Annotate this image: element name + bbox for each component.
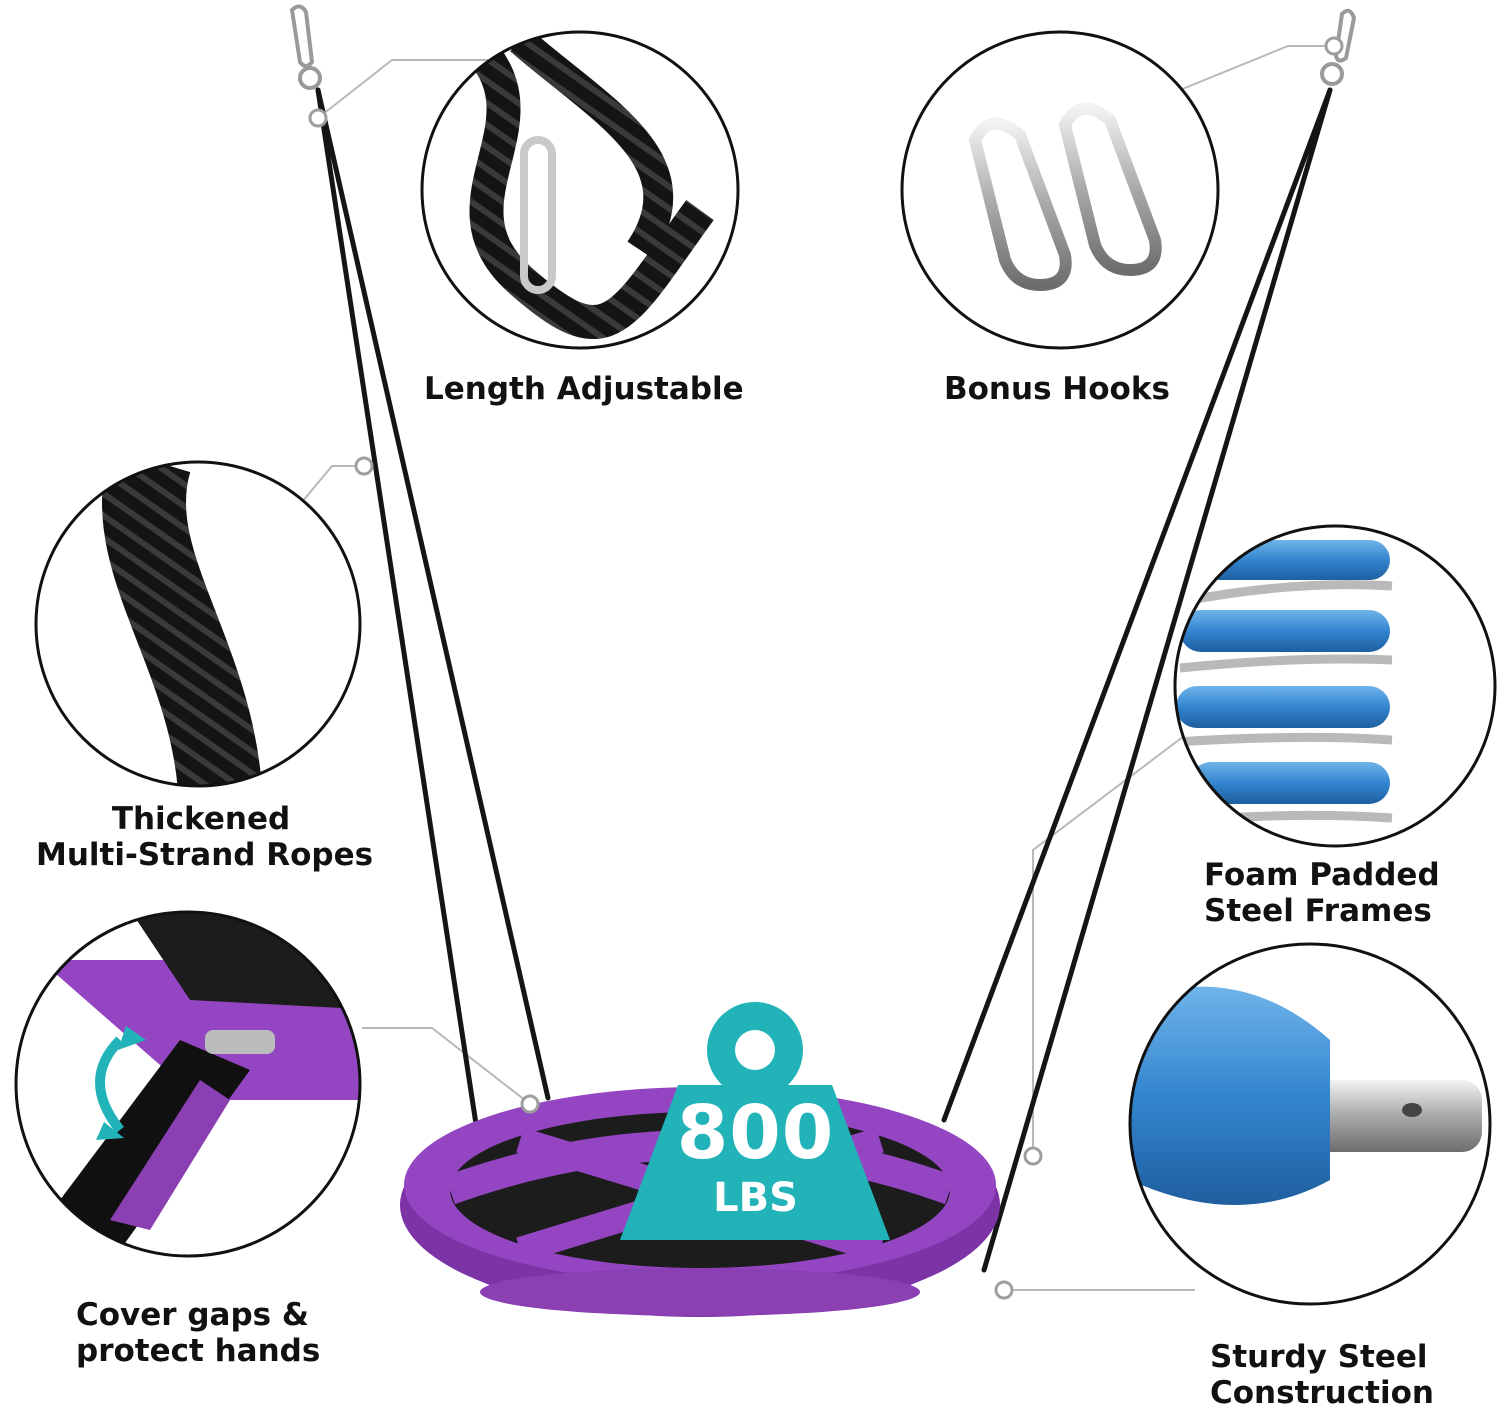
bonus-hooks-detail [900,30,1220,350]
label-steel-construction: Sturdy Steel Construction [1210,1339,1434,1411]
label-hooks-text: Bonus Hooks [944,371,1170,407]
callout-dots [308,36,1344,1300]
label-cover-line2: protect hands [76,1332,321,1369]
weight-badge-icon [620,1002,890,1240]
leader-length [317,59,488,119]
label-ropes-line2: Multi-Strand Ropes [36,836,374,873]
steel-construction-detail [1128,942,1492,1306]
capacity-value: 800 [676,1090,835,1176]
length-adjust-detail [420,30,740,350]
label-length-adjustable: Length Adjustable [424,371,744,408]
foam-frame-detail [1173,524,1497,848]
label-ropes-line1: Thickened [111,801,291,837]
rope-right-outer [941,87,1333,1123]
cover-gaps-detail [14,910,362,1258]
label-foam-line1: Foam Padded [1204,857,1440,893]
label-ropes: Thickened Multi-Strand Ropes [36,801,374,873]
weight-capacity-badge: 800 LBS [618,1005,893,1250]
leader-ropes [301,465,364,503]
label-length-text: Length Adjustable [424,371,744,407]
rope-detail [34,460,362,788]
right-carabiner [1320,8,1357,86]
label-foam-line2: Steel Frames [1204,892,1432,929]
label-steel-line1: Sturdy Steel [1210,1339,1428,1375]
label-cover-line1: Cover gaps & [76,1297,309,1333]
ropes [315,87,1333,1273]
leader-foam [1032,729,1193,1156]
leader-cover [362,1027,531,1105]
leader-hooks [1174,45,1335,93]
label-steel-line2: Construction [1210,1374,1434,1411]
leader-lines [301,45,1335,1291]
label-bonus-hooks: Bonus Hooks [944,371,1170,408]
label-foam-frames: Foam Padded Steel Frames [1204,857,1440,929]
rope-left-outer [315,87,551,1101]
label-cover-gaps: Cover gaps & protect hands [76,1297,321,1369]
left-carabiner [289,4,322,90]
rope-right-inner [981,87,1333,1273]
capacity-unit: LBS [713,1175,798,1221]
rope-left-inner [315,87,501,1271]
